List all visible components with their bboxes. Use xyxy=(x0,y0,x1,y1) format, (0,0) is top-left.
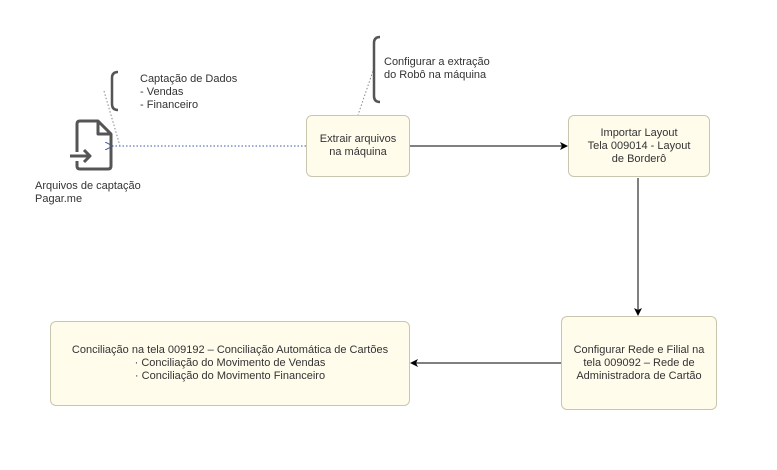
node-text-line: Tela 009014 - Layout xyxy=(587,139,691,152)
note-line: - Vendas xyxy=(140,86,184,98)
node-text-line: Importar Layout xyxy=(600,126,678,139)
note-line: do Robô na máquina xyxy=(384,69,487,81)
node-text-line: Extrair arquivos xyxy=(319,133,397,145)
connector-configurar-extracao-note xyxy=(357,67,375,116)
node-text-line: · Conciliação do Movimento Financeiro xyxy=(134,370,326,382)
note-line: Configurar a extração xyxy=(384,56,490,68)
node-importar-layout[interactable]: Importar Layout Tela 009014 - Layout de … xyxy=(568,115,710,177)
document-label-line: Pagar.me xyxy=(35,193,83,205)
node-conciliacao[interactable]: Conciliação na tela 009192 – Conciliação… xyxy=(50,321,410,406)
file-import-icon xyxy=(70,119,113,171)
node-configurar-rede-filial[interactable]: Configurar Rede e Filial na tela 009092 … xyxy=(561,316,717,410)
node-text-line: Administradora de Cartão xyxy=(576,369,702,382)
note-captacao-de-dados: Captação de Dados - Vendas - Financeiro xyxy=(140,73,237,112)
document-label-line: Arquivos de captação xyxy=(35,180,141,192)
node-text-line: Conciliação na tela 009192 – Conciliação… xyxy=(71,344,389,356)
connector-captacao-note xyxy=(103,90,121,147)
node-text-line: na máquina xyxy=(329,146,387,158)
node-text-line: Configurar Rede e Filial na xyxy=(573,343,705,356)
note-configurar-extracao: Configurar a extração do Robô na máquina xyxy=(384,56,490,82)
brace-configurar-extracao xyxy=(372,35,381,104)
node-text-line: tela 009092 – Rede de xyxy=(583,356,695,369)
note-line: - Financeiro xyxy=(140,99,199,111)
note-line: Captação de Dados xyxy=(140,73,238,85)
brace-captacao xyxy=(110,70,119,112)
document-label: Arquivos de captação Pagar.me xyxy=(35,180,141,206)
node-text-line: de Borderô xyxy=(611,152,667,165)
node-extrair-arquivos[interactable]: Extrair arquivos na máquina xyxy=(306,115,410,177)
node-text-line: · Conciliação do Movimento de Vendas xyxy=(134,357,326,369)
